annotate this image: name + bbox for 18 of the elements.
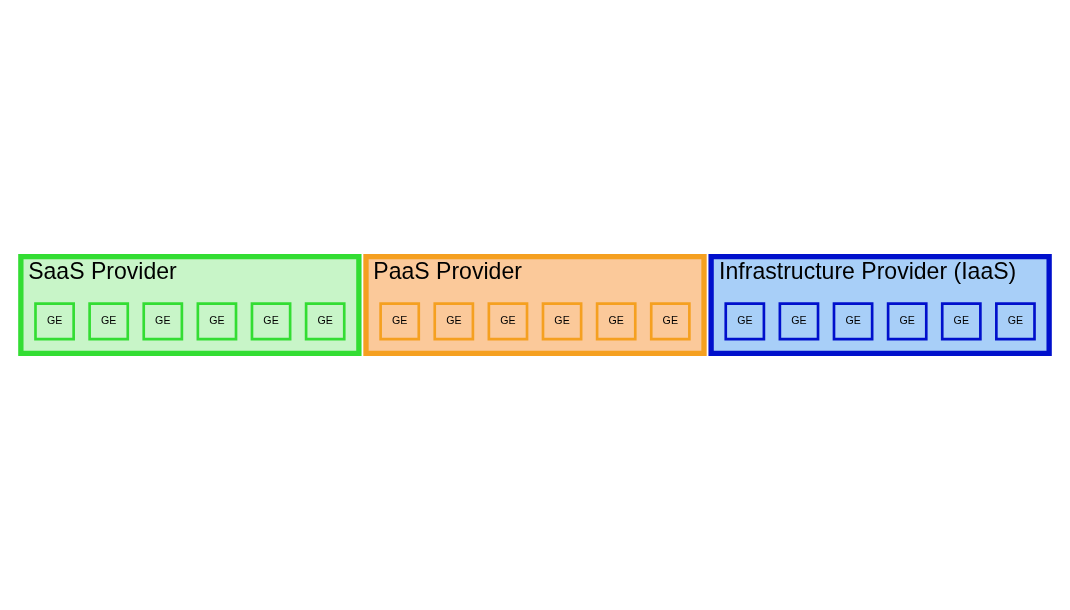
node-box: GE <box>250 302 292 341</box>
node-box: GE <box>142 302 184 341</box>
node-box: GE <box>886 302 928 341</box>
node-box: GE <box>34 302 75 341</box>
node-box: GE <box>724 302 766 341</box>
node-box: GE <box>832 302 874 341</box>
node-box: GE <box>541 302 583 341</box>
node-box: GE <box>433 302 475 341</box>
node-box: GE <box>778 302 820 341</box>
node-box: GE <box>487 302 529 341</box>
node-box: GE <box>88 302 130 341</box>
node-box: GE <box>995 302 1036 341</box>
node-box: GE <box>649 302 691 341</box>
node-box: GE <box>196 302 238 341</box>
node-box: GE <box>304 302 346 341</box>
node-box: GE <box>595 302 637 341</box>
node-box: GE <box>940 302 982 341</box>
node-box: GE <box>379 302 421 341</box>
